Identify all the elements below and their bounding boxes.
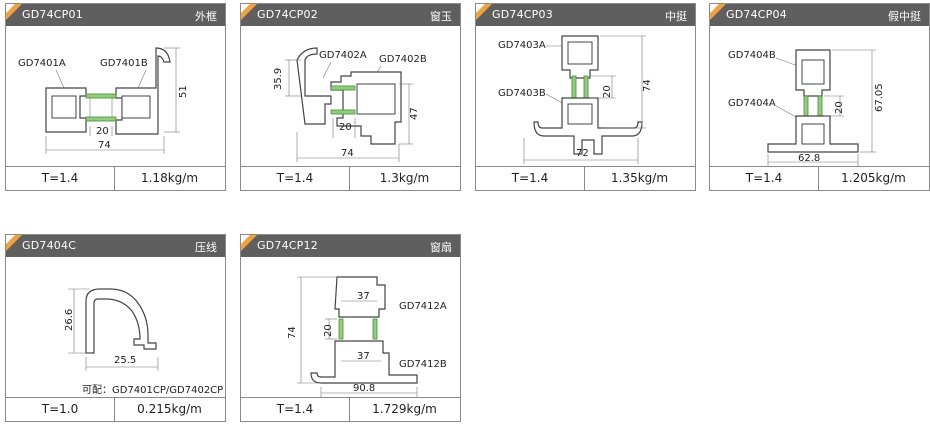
profile-drawing: GD7401A GD7401B 51 20 74 xyxy=(18,47,189,154)
part-label: GD7404A xyxy=(728,98,776,109)
card-name: 外框 xyxy=(195,10,217,23)
card-footer: T=1.4 1.35kg/m xyxy=(476,166,695,190)
weight-value: 1.3kg/m xyxy=(379,171,430,185)
compatibility-note: 可配：GD7401CP/GD7402CP xyxy=(82,384,223,396)
part-label: GD7402B xyxy=(379,54,427,65)
card-code: GD74CP12 xyxy=(257,239,318,252)
profile-drawing: 37 20 37 GD7412A GD7412B 74 90.8 xyxy=(287,276,447,397)
card-code: GD7404C xyxy=(22,239,77,252)
part-label: GD7412A xyxy=(399,301,447,312)
part-label: GD7401A xyxy=(18,58,66,69)
weight-value: 1.205kg/m xyxy=(841,171,906,185)
dimension-label: 72 xyxy=(576,148,589,159)
thickness-value: T=1.4 xyxy=(241,398,350,421)
card-footer: T=1.0 0.215kg/m xyxy=(6,397,225,421)
card-code: GD74CP04 xyxy=(726,8,787,21)
dimension-label: 35.9 xyxy=(273,68,284,90)
profile-card-gd74cp02: GD74CP02 窗玉 GD7402A GD7402B 35.9 47 20 7… xyxy=(240,3,461,191)
card-footer: T=1.4 1.3kg/m xyxy=(241,166,460,190)
card-code: GD74CP03 xyxy=(492,8,553,21)
part-label: GD7402A xyxy=(319,50,367,61)
profile-card-gd74cp12: GD74CP12 窗扇 37 20 37 GD7412A GD7412B 74 … xyxy=(240,234,461,422)
dimension-label: 20 xyxy=(602,85,613,98)
profile-card-gd74cp03: GD74CP03 中挺 GD7403A GD7403B 20 74 72 T=1… xyxy=(475,3,696,191)
card-name: 假中挺 xyxy=(888,10,921,23)
dimension-label: 20 xyxy=(323,324,334,337)
dimension-label: 62.8 xyxy=(798,153,820,164)
card-code: GD74CP01 xyxy=(22,8,83,21)
profile-card-gd74cp04: GD74CP04 假中挺 GD7404B GD7404A 20 67.05 62… xyxy=(709,3,930,191)
thickness-value: T=1.4 xyxy=(710,167,819,190)
card-name: 窗玉 xyxy=(430,10,452,23)
thickness-value: T=1.4 xyxy=(241,167,350,190)
dimension-label: 26.6 xyxy=(64,309,75,331)
thickness-value: T=1.0 xyxy=(6,398,115,421)
card-header xyxy=(241,4,460,26)
card-name: 窗扇 xyxy=(430,241,452,254)
dimension-label: 74 xyxy=(98,140,111,151)
weight-value: 1.729kg/m xyxy=(372,402,437,416)
dimension-label: 74 xyxy=(642,79,653,92)
dimension-label: 51 xyxy=(178,85,189,98)
profile-card-gd7404c: GD7404C 压线 26.6 25.5 可配：GD7401CP/GD7402C… xyxy=(5,234,226,422)
dimension-label: 47 xyxy=(409,107,420,120)
card-header xyxy=(476,4,695,26)
dimension-label: 74 xyxy=(341,148,354,159)
profile-drawing: GD7404B GD7404A 20 67.05 62.8 xyxy=(728,49,885,166)
card-name: 压线 xyxy=(195,241,217,254)
weight-value: 1.35kg/m xyxy=(610,171,669,185)
dimension-label: 20 xyxy=(339,122,352,133)
part-label: GD7412B xyxy=(399,359,447,370)
card-header xyxy=(710,4,929,26)
part-label: GD7403B xyxy=(498,88,546,99)
thickness-value: T=1.4 xyxy=(476,167,585,190)
part-label: GD7403A xyxy=(498,40,546,51)
part-label: GD7401B xyxy=(100,58,148,69)
card-footer: T=1.4 1.18kg/m xyxy=(6,166,225,190)
profile-drawing: GD7402A GD7402B 35.9 47 20 74 xyxy=(273,47,427,162)
dimension-label: 20 xyxy=(96,126,109,137)
dimension-label: 67.05 xyxy=(874,83,885,112)
card-name: 中挺 xyxy=(665,10,687,23)
dimension-label: 74 xyxy=(287,326,298,339)
card-footer: T=1.4 1.729kg/m xyxy=(241,397,460,421)
dimension-label: 37 xyxy=(357,291,370,302)
card-header xyxy=(6,4,225,26)
profile-card-gd74cp01: GD74CP01 外框 GD7401A GD7401B 51 20 74 T=1… xyxy=(5,3,226,191)
weight-value: 0.215kg/m xyxy=(137,402,202,416)
part-label: GD7404B xyxy=(728,50,776,61)
card-code: GD74CP02 xyxy=(257,8,318,21)
dimension-label: 25.5 xyxy=(114,355,136,366)
weight-value: 1.18kg/m xyxy=(140,171,199,185)
dimension-label: 20 xyxy=(834,101,845,114)
dimension-label: 37 xyxy=(357,351,370,362)
profile-drawing: GD7403A GD7403B 20 74 72 xyxy=(498,35,653,164)
profile-drawing: 26.6 25.5 可配：GD7401CP/GD7402CP xyxy=(64,288,223,396)
card-footer: T=1.4 1.205kg/m xyxy=(710,166,929,190)
card-header xyxy=(241,235,460,257)
dimension-label: 90.8 xyxy=(353,383,375,394)
card-header xyxy=(6,235,225,257)
thickness-value: T=1.4 xyxy=(6,167,115,190)
